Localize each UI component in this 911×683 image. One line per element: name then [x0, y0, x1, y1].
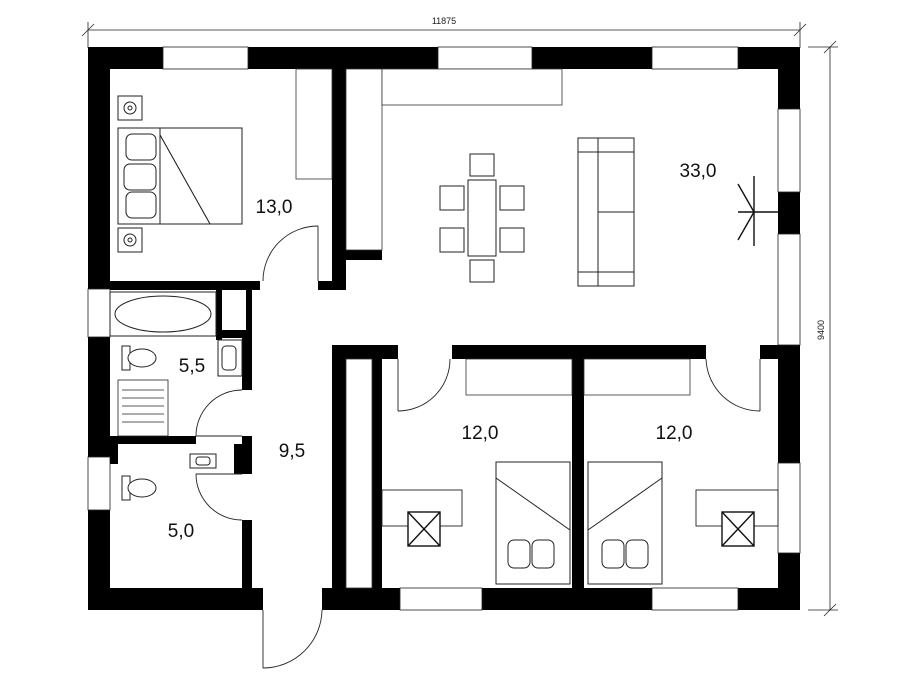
bedroom2-chair — [407, 511, 441, 547]
room-area-hall: 9,5 — [279, 441, 305, 462]
bathroom-toilet — [121, 345, 157, 371]
room-area-bedroom-3: 12,0 — [656, 423, 693, 444]
nightstand-top — [117, 95, 143, 121]
bedroom3-chair — [721, 511, 755, 547]
dimension-width — [81, 22, 807, 48]
doors — [195, 225, 761, 669]
dimension-height — [808, 40, 838, 617]
double-bed — [117, 127, 243, 225]
tv-stand — [737, 176, 778, 246]
room-area-bathroom: 5,5 — [179, 356, 205, 377]
height-label: 9400 — [816, 320, 826, 340]
exterior-walls — [88, 47, 800, 610]
bedroom3-bed — [587, 461, 663, 585]
bathtub — [109, 291, 217, 337]
windows — [87, 46, 801, 611]
toilet-bowl — [121, 475, 157, 501]
shower-tray — [117, 379, 169, 437]
bathroom-sink — [217, 339, 243, 377]
sofa — [577, 137, 635, 287]
dining-table — [439, 153, 525, 283]
nightstand-bottom — [117, 227, 143, 253]
room-area-living-room: 33,0 — [680, 161, 717, 182]
wardrobes — [295, 68, 691, 589]
width-label: 11875 — [432, 16, 456, 26]
toilet-sink — [189, 453, 217, 469]
room-area-toilet: 5,0 — [168, 521, 194, 542]
room-area-bedroom-2: 12,0 — [462, 423, 499, 444]
interior-walls — [110, 69, 778, 588]
bedroom2-bed — [495, 461, 571, 585]
room-area-master-bedroom: 13,0 — [256, 197, 293, 218]
